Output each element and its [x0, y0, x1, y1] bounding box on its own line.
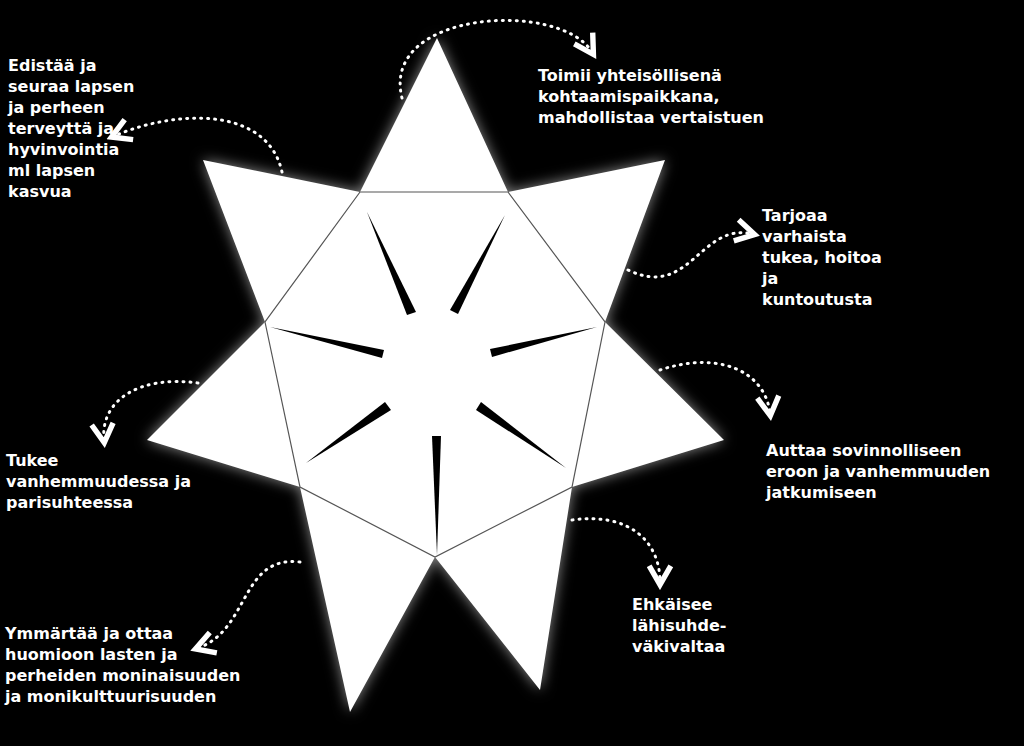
callout-text: Edistää ja seuraa lapsen ja perheen terv…	[8, 55, 146, 202]
callout-text: Toimii yhteisöllisenä kohtaamispaikkana,…	[538, 65, 838, 128]
callout-text: Ymmärtää ja ottaa huomioon lasten ja per…	[5, 623, 250, 707]
callout-text: Tukee vanhemmuudessa ja parisuhteessa	[6, 450, 196, 513]
star-slits	[270, 212, 597, 555]
callout-text: Ehkäisee lähisuhde- väkivaltaa	[632, 594, 756, 657]
star-fold-lines	[265, 192, 605, 557]
callout-text: Tarjoaa varhaista tukea, hoitoa ja kunto…	[762, 205, 884, 310]
callout-text: Auttaa sovinnolliseen eroon ja vanhemmuu…	[766, 440, 1016, 503]
